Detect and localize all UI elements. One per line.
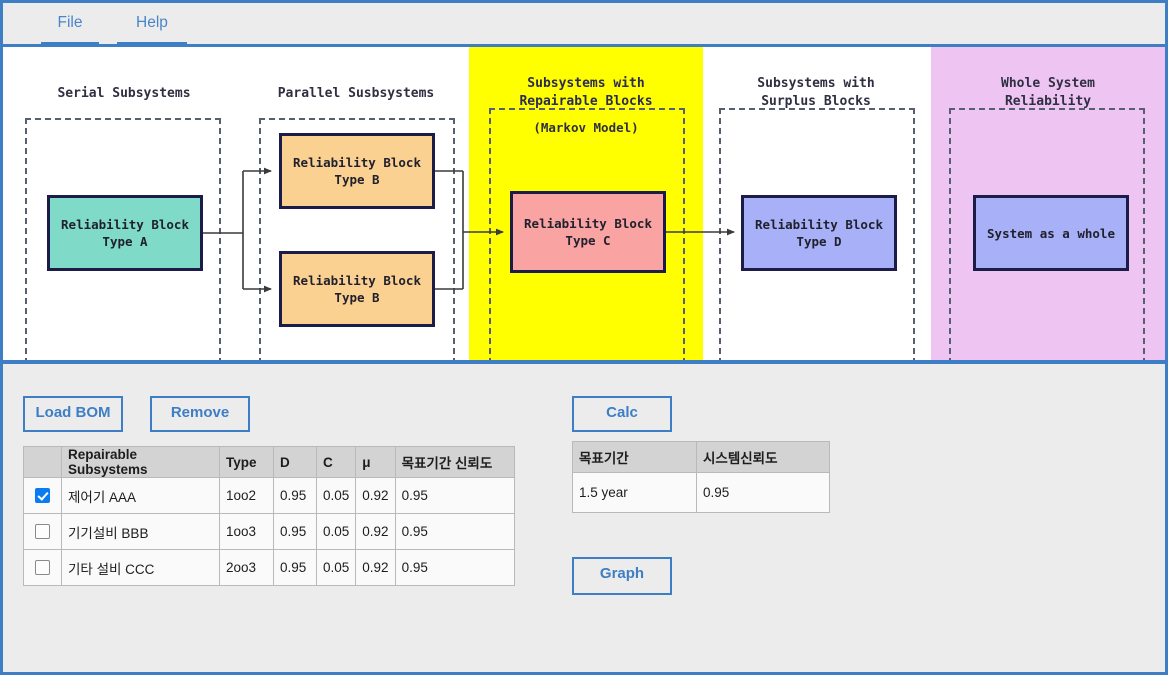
cell-name: 기타 설비 CCC <box>61 549 220 586</box>
cell-reliability: 0.95 <box>394 549 515 586</box>
calc-button[interactable]: Calc <box>572 396 672 432</box>
column-header-target-period: 목표기간 <box>572 441 697 473</box>
cell-c: 0.05 <box>315 549 357 586</box>
row-checkbox-cell[interactable] <box>23 513 62 550</box>
reliability-block-type-b-top[interactable]: Reliability Block Type B <box>279 133 435 209</box>
column-header-name: Repairable Subsystems <box>61 446 220 478</box>
row-checkbox-cell[interactable] <box>23 549 62 586</box>
checkbox-icon[interactable] <box>35 560 50 576</box>
cell-target-period: 1.5 year <box>572 472 697 513</box>
repairable-subsystems-table: Repairable Subsystems Type D C μ 목표기간 신뢰… <box>23 446 515 586</box>
section-container-parallel <box>259 118 455 360</box>
cell-type: 2oo3 <box>219 549 274 586</box>
lower-pane: Load BOM Remove Calc Graph Repairable Su… <box>3 368 1165 672</box>
tab-file[interactable]: File <box>41 9 99 47</box>
column-header-c: C <box>315 446 357 478</box>
table-header-row: Repairable Subsystems Type D C μ 목표기간 신뢰… <box>23 446 515 478</box>
tab-help[interactable]: Help <box>117 9 187 47</box>
cell-type: 1oo2 <box>219 477 274 514</box>
column-header-type: Type <box>219 446 274 478</box>
cell-d: 0.95 <box>273 513 317 550</box>
cell-name: 제어기 AAA <box>61 477 220 514</box>
graph-button[interactable]: Graph <box>572 557 672 595</box>
reliability-block-type-a[interactable]: Reliability Block Type A <box>47 195 203 271</box>
reliability-block-type-b-bottom[interactable]: Reliability Block Type B <box>279 251 435 327</box>
cell-name: 기기설비 BBB <box>61 513 220 550</box>
column-header-mu: μ <box>355 446 396 478</box>
cell-reliability: 0.95 <box>394 477 515 514</box>
system-reliability-result-table: 목표기간 시스템신뢰도 1.5 year 0.95 <box>572 441 830 513</box>
section-container-surplus <box>719 108 915 360</box>
cell-d: 0.95 <box>273 477 317 514</box>
reliability-block-diagram-panel: Serial Subsystems Parallel Susbsystems S… <box>3 47 1165 364</box>
column-header-system-reliability: 시스템신뢰도 <box>696 441 830 473</box>
table-row[interactable]: 기기설비 BBB 1oo3 0.95 0.05 0.92 0.95 <box>23 513 515 550</box>
column-header-select <box>23 446 62 478</box>
checkbox-icon[interactable] <box>35 488 50 504</box>
table-row[interactable]: 기타 설비 CCC 2oo3 0.95 0.05 0.92 0.95 <box>23 549 515 586</box>
column-header-d: D <box>273 446 317 478</box>
cell-mu: 0.92 <box>355 477 396 514</box>
section-title-whole-system: Whole System Reliability <box>1001 76 1095 109</box>
column-header-reliability: 목표기간 신뢰도 <box>394 446 515 478</box>
load-bom-button[interactable]: Load BOM <box>23 396 123 432</box>
cell-reliability: 0.95 <box>394 513 515 550</box>
cell-system-reliability: 0.95 <box>696 472 830 513</box>
section-subtitle-markov-model: (Markov Model) <box>533 120 639 135</box>
result-row: 1.5 year 0.95 <box>572 472 830 513</box>
section-title-surplus: Subsystems with Surplus Blocks <box>757 76 875 109</box>
reliability-block-type-c[interactable]: Reliability Block Type C <box>510 191 666 273</box>
section-title-serial: Serial Subsystems <box>57 86 191 101</box>
row-checkbox-cell[interactable] <box>23 477 62 514</box>
menu-bar: File Help <box>3 3 1165 47</box>
section-container-repairable <box>489 108 685 360</box>
remove-button[interactable]: Remove <box>150 396 250 432</box>
checkbox-icon[interactable] <box>35 524 50 540</box>
cell-mu: 0.92 <box>355 549 396 586</box>
cell-type: 1oo3 <box>219 513 274 550</box>
section-container-serial <box>25 118 221 360</box>
table-row[interactable]: 제어기 AAA 1oo2 0.95 0.05 0.92 0.95 <box>23 477 515 514</box>
cell-d: 0.95 <box>273 549 317 586</box>
reliability-block-type-d[interactable]: Reliability Block Type D <box>741 195 897 271</box>
section-container-whole-system <box>949 108 1145 360</box>
cell-mu: 0.92 <box>355 513 396 550</box>
section-title-parallel: Parallel Susbsystems <box>277 86 435 101</box>
cell-c: 0.05 <box>315 513 357 550</box>
reliability-block-system-as-a-whole[interactable]: System as a whole <box>973 195 1129 271</box>
result-header-row: 목표기간 시스템신뢰도 <box>572 441 830 473</box>
section-title-repairable: Subsystems with Repairable Blocks <box>519 76 653 109</box>
cell-c: 0.05 <box>315 477 357 514</box>
